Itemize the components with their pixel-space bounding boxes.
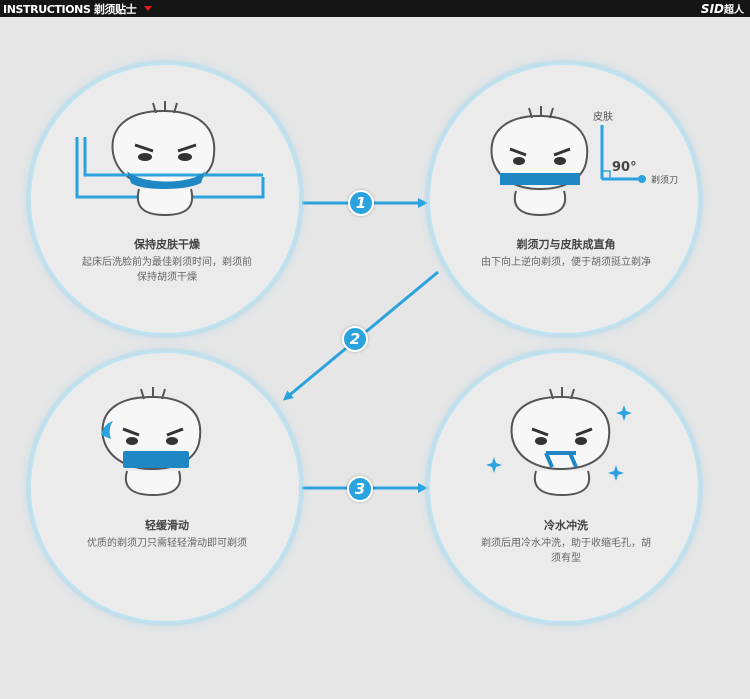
- tip-card-right-angle: 皮肤 90° 剃须刀 剃须刀与皮肤成直角 由下向上逆向剃须，便于胡须挺立剃净: [428, 63, 700, 335]
- mascot-illustration-2: 皮肤 90° 剃须刀: [490, 106, 678, 217]
- brand-name-cn: 超人: [724, 5, 744, 16]
- brand-logo: SID超人: [701, 1, 744, 16]
- mascot-illustration-4: [486, 387, 632, 497]
- card-title: 冷水冲洗: [544, 519, 588, 532]
- down-triangle-icon: [144, 6, 153, 11]
- skin-label: 皮肤: [593, 110, 613, 123]
- step-badge-1: 1: [348, 190, 374, 216]
- swipe-mark-icon: [101, 421, 113, 439]
- brand-name: SID: [700, 2, 724, 16]
- header-bar: INSTRUCTIONS 剃须贴士 SID超人: [0, 0, 750, 17]
- sparkle-icon: [486, 457, 502, 473]
- step-badge-2: 2: [342, 326, 368, 352]
- tip-card-cold-rinse: 冷水冲洗 剃须后用冷水冲洗，助于收缩毛孔，胡 须有型: [428, 351, 700, 623]
- angle-label: 90°: [612, 160, 637, 175]
- card-title: 轻缓滑动: [145, 519, 189, 532]
- razor-label: 剃须刀: [651, 174, 678, 186]
- sparkle-icon: [616, 405, 632, 421]
- header-title: INSTRUCTIONS 剃须贴士: [3, 2, 137, 16]
- sparkle-icon: [608, 465, 624, 481]
- card-desc-line1: 剃须后用冷水冲洗，助于收缩毛孔，胡: [481, 538, 651, 549]
- card-title: 保持皮肤干燥: [134, 238, 200, 251]
- tip-card-glide-gently: 轻缓滑动 优质的剃须刀只需轻轻滑动即可剃须: [29, 351, 301, 623]
- card-desc-line1: 由下向上逆向剃须，便于胡须挺立剃净: [481, 257, 651, 268]
- card-title: 剃须刀与皮肤成直角: [516, 238, 616, 251]
- card-desc-line1: 起床后洗脸前为最佳剃须时间，剃须前: [82, 257, 252, 268]
- card-desc-line2: 须有型: [551, 553, 581, 564]
- step-badge-3: 3: [347, 476, 373, 502]
- mascot-illustration-3: [101, 387, 202, 497]
- tip-card-keep-dry: 保持皮肤干燥 起床后洗脸前为最佳剃须时间，剃须前 保持胡须干燥: [29, 63, 301, 335]
- mascot-illustration-1: [75, 101, 265, 217]
- card-desc-line1: 优质的剃须刀只需轻轻滑动即可剃须: [87, 538, 247, 549]
- card-desc-line2: 保持胡须干燥: [137, 272, 197, 283]
